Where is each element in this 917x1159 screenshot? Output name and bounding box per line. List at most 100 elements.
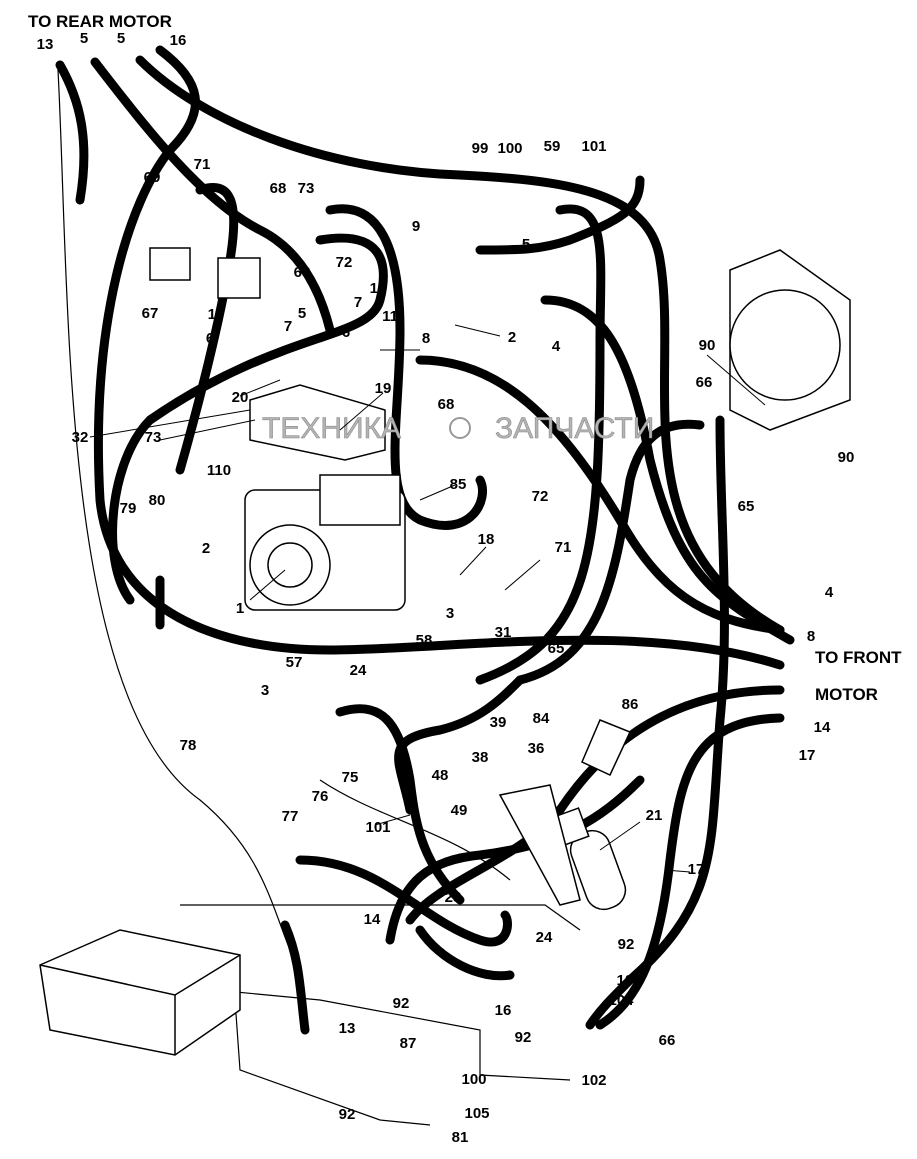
callout: 77 (282, 808, 299, 825)
callout: 16 (495, 1002, 512, 1019)
callout: 92 (393, 995, 410, 1012)
callout: 39 (490, 714, 507, 731)
callout: 101 (365, 819, 390, 836)
callout: 90 (699, 337, 716, 354)
callout: 65 (548, 640, 565, 657)
callout: 5 (117, 30, 125, 47)
callout: 68 (270, 180, 287, 197)
callout: 79 (120, 500, 137, 517)
callout: 81 (452, 1129, 469, 1146)
gear-icon (449, 417, 471, 439)
callout: 69 (144, 169, 161, 186)
callout: 73 (298, 180, 315, 197)
callout: 10 (370, 280, 387, 297)
callout: 7 (284, 318, 292, 335)
callout: 5 (80, 30, 88, 47)
callout: 8 (422, 330, 430, 347)
callout: 65 (738, 498, 755, 515)
components (39, 247, 851, 1056)
callout: 76 (312, 788, 329, 805)
watermark-left: ТЕХНИКА (262, 412, 401, 445)
leader-lines (89, 324, 766, 873)
callout: 102 (581, 1072, 606, 1089)
callout: 4 (552, 338, 561, 355)
callout: 110 (207, 462, 231, 479)
callout: 5 (298, 305, 306, 322)
callout: 36 (528, 740, 545, 757)
callout: 104 (608, 992, 634, 1009)
callout: 10 (208, 306, 225, 323)
callout: 103 (616, 972, 641, 989)
oil-cooler (729, 249, 851, 431)
callout: 7 (354, 294, 362, 311)
callout: 32 (72, 429, 89, 446)
callout: 49 (451, 802, 468, 819)
callout: 67 (142, 305, 159, 322)
callout: 92 (339, 1106, 356, 1123)
callout: 99 (472, 140, 489, 157)
callout: 17 (799, 747, 816, 764)
callout: 48 (432, 767, 449, 784)
callout: 73 (145, 429, 162, 446)
callout: 19 (375, 380, 392, 397)
callout: 87 (400, 1035, 417, 1052)
callout: 3 (446, 605, 454, 622)
callout: 31 (495, 624, 512, 641)
callout: 101 (581, 138, 606, 155)
callout: 78 (180, 737, 197, 754)
hydraulic-pump (244, 474, 406, 611)
callout: 18 (478, 531, 495, 548)
callout: 6 (342, 324, 350, 341)
watermark: ТЕХНИКА ЗАПЧАСТИ (262, 412, 655, 446)
callout: 4 (825, 584, 834, 601)
callout: 68 (438, 396, 455, 413)
callout: 90 (838, 449, 855, 466)
callout: 72 (336, 254, 353, 271)
valve-block (249, 384, 386, 461)
callout: 100 (461, 1071, 486, 1088)
callout: 86 (622, 696, 639, 713)
callout: 23 (445, 889, 462, 906)
callout: 20 (232, 389, 249, 406)
callout: 3 (261, 682, 269, 699)
callout: 68 (294, 264, 311, 281)
callout: 14 (814, 719, 831, 736)
callout: 66 (696, 374, 713, 391)
callout: 100 (497, 140, 522, 157)
callout: 80 (149, 492, 166, 509)
callout: 16 (170, 32, 187, 49)
callout: 84 (533, 710, 550, 727)
to-front-motor-label-line2: MOTOR (815, 685, 878, 704)
callout: 24 (536, 929, 553, 946)
callout: 2 (202, 540, 210, 557)
callouts: 13 5 5 16 71 69 68 73 68 72 67 99 100 59… (37, 30, 855, 1146)
callout: 24 (350, 662, 367, 679)
callout: 92 (515, 1029, 532, 1046)
callout: 5 (522, 236, 530, 253)
callout: 17 (688, 861, 705, 878)
callout: 66 (659, 1032, 676, 1049)
callout: 71 (555, 539, 572, 556)
callout: 1 (236, 600, 244, 617)
hoses (55, 45, 795, 1035)
callout: 2 (508, 329, 516, 346)
callout: 9 (412, 218, 420, 235)
reservoir-tank (39, 929, 241, 1056)
callout: 13 (339, 1020, 356, 1037)
callout: 11 (382, 308, 398, 325)
callout: 72 (532, 488, 549, 505)
callout: 71 (194, 156, 211, 173)
callout: 21 (646, 807, 663, 824)
callout: 58 (416, 632, 433, 649)
callout: 75 (342, 769, 359, 786)
bracket (498, 719, 632, 906)
callout: 38 (472, 749, 489, 766)
callout: 105 (464, 1105, 489, 1122)
callout: 14 (364, 911, 381, 928)
callout: 92 (618, 936, 635, 953)
callout: 57 (286, 654, 303, 671)
manifold-blocks (149, 247, 261, 299)
to-front-motor-label: TO FRONT (815, 648, 902, 667)
callout: 85 (450, 476, 467, 493)
